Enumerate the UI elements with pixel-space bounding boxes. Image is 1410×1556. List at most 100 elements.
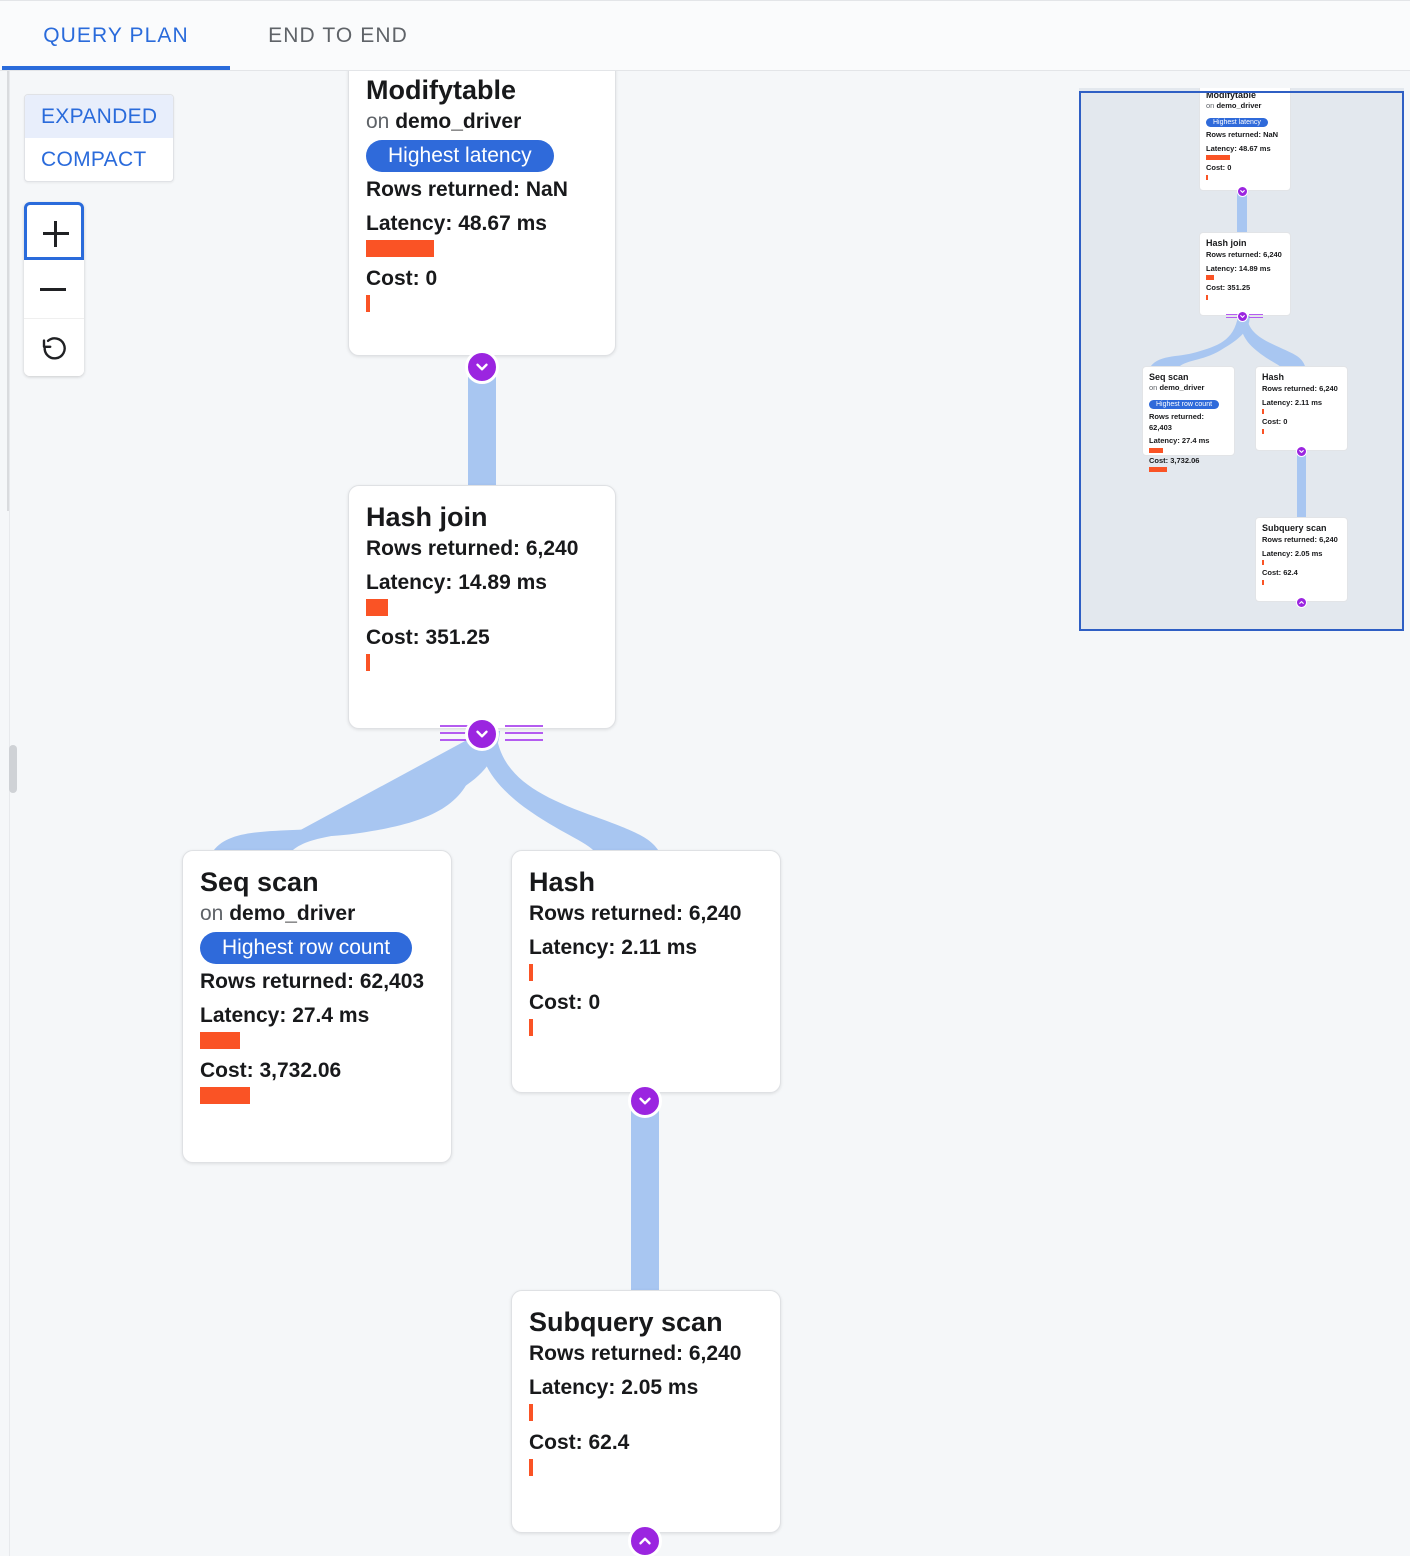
mm-node-relation: on demo_driver	[1206, 101, 1284, 111]
mm-node-rows: Rows returned: 6,240	[1262, 535, 1338, 545]
canvas-left-rule-top	[0, 71, 9, 511]
expand-toggle-subqueryscan[interactable]	[628, 1524, 662, 1556]
edge-hashjoin-seqscan-ribbon	[212, 731, 500, 853]
tab-end-to-end-label: END TO END	[268, 24, 408, 47]
collapse-toggle-modifytable[interactable]	[465, 350, 499, 384]
mm-node-title: Seq scan	[1149, 372, 1189, 382]
node-latency-bar	[366, 240, 434, 258]
minimap-node-modifytable[interactable]: Modifytable on demo_driver Highest laten…	[1199, 88, 1291, 191]
tab-bar: QUERY PLAN END TO END	[0, 0, 1410, 71]
zoom-controls	[24, 202, 84, 376]
plan-node-subqueryscan[interactable]: Subquery scan Rows returned: 6,240 Laten…	[511, 1290, 781, 1533]
node-title: Hash	[529, 867, 596, 897]
mm-node-latency: Latency: 27.4 ms	[1149, 436, 1210, 446]
node-cost: Cost: 62.4	[529, 1431, 630, 1455]
plan-node-modifytable[interactable]: Modifytable on demo_driver Highest laten…	[348, 71, 616, 356]
mm-node-rows: Rows returned: 6,240	[1206, 250, 1282, 260]
mm-edge-marker-right	[1249, 314, 1263, 320]
view-mode-expanded[interactable]: EXPANDED	[25, 95, 173, 138]
plan-node-hashjoin[interactable]: Hash join Rows returned: 6,240 Latency: …	[348, 485, 616, 729]
mm-node-cost-bar	[1149, 467, 1167, 473]
node-rows: Rows returned: NaN	[366, 178, 568, 202]
edge-hashjoin-hash	[478, 731, 660, 853]
node-latency-bar	[366, 599, 388, 617]
mm-node-relation: on demo_driver	[1149, 383, 1228, 393]
collapse-toggle-hashjoin[interactable]	[465, 717, 499, 751]
minimap-node-subqueryscan[interactable]: Subquery scan Rows returned: 6,240 Laten…	[1255, 517, 1348, 602]
mm-node-title: Subquery scan	[1262, 523, 1327, 533]
mm-node-title: Hash	[1262, 372, 1285, 382]
minimap-node-seqscan[interactable]: Seq scan on demo_driver Highest row coun…	[1142, 366, 1235, 473]
mm-expand-toggle-subqueryscan[interactable]	[1296, 597, 1307, 608]
node-rows: Rows returned: 62,403	[200, 970, 425, 994]
node-latency: Latency: 2.11 ms	[529, 936, 698, 960]
node-latency: Latency: 2.05 ms	[529, 1376, 699, 1400]
node-cost: Cost: 3,732.06	[200, 1059, 342, 1083]
minimap-node-hashjoin[interactable]: Hash join Rows returned: 6,240 Latency: …	[1199, 232, 1291, 316]
reset-icon	[42, 336, 66, 359]
node-rows: Rows returned: 6,240	[366, 537, 579, 561]
mm-node-relation-name: demo_driver	[1216, 101, 1262, 111]
mm-node-rows: Rows returned: 62,403	[1149, 412, 1205, 432]
node-relation: on demo_driver	[200, 902, 434, 926]
view-mode-switch[interactable]: EXPANDED COMPACT	[24, 94, 174, 182]
zoom-in-button[interactable]	[24, 202, 84, 260]
mm-node-cost-bar	[1262, 579, 1264, 585]
tab-query-plan[interactable]: QUERY PLAN	[2, 1, 230, 70]
node-cost-bar	[200, 1087, 250, 1105]
node-relation-prefix: on	[200, 902, 224, 926]
node-latency: Latency: 27.4 ms	[200, 1004, 370, 1028]
panel-resize-handle[interactable]	[9, 745, 17, 793]
node-cost-bar	[366, 654, 370, 672]
mm-node-cost: Cost: 351.25	[1206, 283, 1251, 293]
mm-edge-hashjoin-seqscan	[1149, 316, 1250, 369]
node-latency-bar	[529, 964, 533, 982]
plan-node-seqscan[interactable]: Seq scan on demo_driver Highest row coun…	[182, 850, 452, 1163]
mm-node-latency: Latency: 14.89 ms	[1206, 263, 1271, 273]
mm-node-title: Hash join	[1206, 238, 1247, 248]
mm-node-rows: Rows returned: NaN	[1206, 130, 1279, 140]
mm-node-cost: Cost: 62.4	[1262, 568, 1298, 578]
mm-collapse-toggle-hashjoin[interactable]	[1237, 311, 1248, 322]
mm-node-latency: Latency: 2.05 ms	[1262, 548, 1323, 558]
mm-collapse-toggle-modifytable[interactable]	[1237, 186, 1248, 197]
mm-edge-hash-subqueryscan	[1297, 451, 1306, 526]
collapse-toggle-hash[interactable]	[628, 1084, 662, 1118]
zoom-out-button[interactable]	[24, 260, 84, 318]
tab-end-to-end[interactable]: END TO END	[240, 1, 436, 70]
node-latency: Latency: 14.89 ms	[366, 571, 547, 595]
graph-canvas[interactable]: Modifytable on demo_driver Highest laten…	[0, 71, 1410, 1556]
mm-edge-modifytable-hashjoin	[1237, 191, 1247, 235]
view-mode-compact[interactable]: COMPACT	[41, 148, 147, 171]
mm-node-cost: Cost: 0	[1206, 163, 1232, 173]
node-title: Subquery scan	[529, 1307, 723, 1337]
node-latency: Latency: 48.67 ms	[366, 212, 547, 236]
mm-node-relation-prefix: on	[1149, 383, 1158, 393]
mm-node-latency-bar	[1262, 560, 1264, 566]
minimap-node-hash[interactable]: Hash Rows returned: 6,240 Latency: 2.11 …	[1255, 366, 1348, 451]
minimap[interactable]: Modifytable on demo_driver Highest laten…	[1079, 88, 1404, 631]
mm-edge-hashjoin-hash	[1239, 316, 1306, 369]
mm-node-cost: Cost: 0	[1262, 417, 1288, 427]
node-cost-bar	[529, 1019, 533, 1037]
node-rows: Rows returned: 6,240	[529, 1342, 742, 1366]
mm-node-badge: Highest row count	[1149, 400, 1220, 410]
mm-collapse-toggle-hash[interactable]	[1296, 446, 1307, 457]
mm-node-badge: Highest latency	[1206, 118, 1268, 128]
node-title: Modifytable	[366, 75, 517, 105]
node-badge: Highest latency	[366, 140, 554, 173]
node-rows: Rows returned: 6,240	[529, 902, 742, 926]
node-relation-name: demo_driver	[229, 902, 356, 926]
mm-node-cost: Cost: 3,732.06	[1149, 455, 1200, 465]
node-cost: Cost: 351.25	[366, 626, 490, 650]
node-cost-bar	[529, 1459, 533, 1477]
edge-marker-right	[505, 725, 543, 741]
node-relation-name: demo_driver	[395, 110, 522, 134]
edge-modifytable-hashjoin	[468, 366, 496, 489]
mm-node-cost-bar	[1206, 294, 1208, 300]
plan-node-hash[interactable]: Hash Rows returned: 6,240 Latency: 2.11 …	[511, 850, 781, 1093]
mm-node-latency: Latency: 2.11 ms	[1262, 397, 1323, 407]
reset-view-button[interactable]	[24, 318, 84, 376]
node-cost: Cost: 0	[529, 991, 601, 1015]
node-latency-bar	[200, 1032, 240, 1050]
